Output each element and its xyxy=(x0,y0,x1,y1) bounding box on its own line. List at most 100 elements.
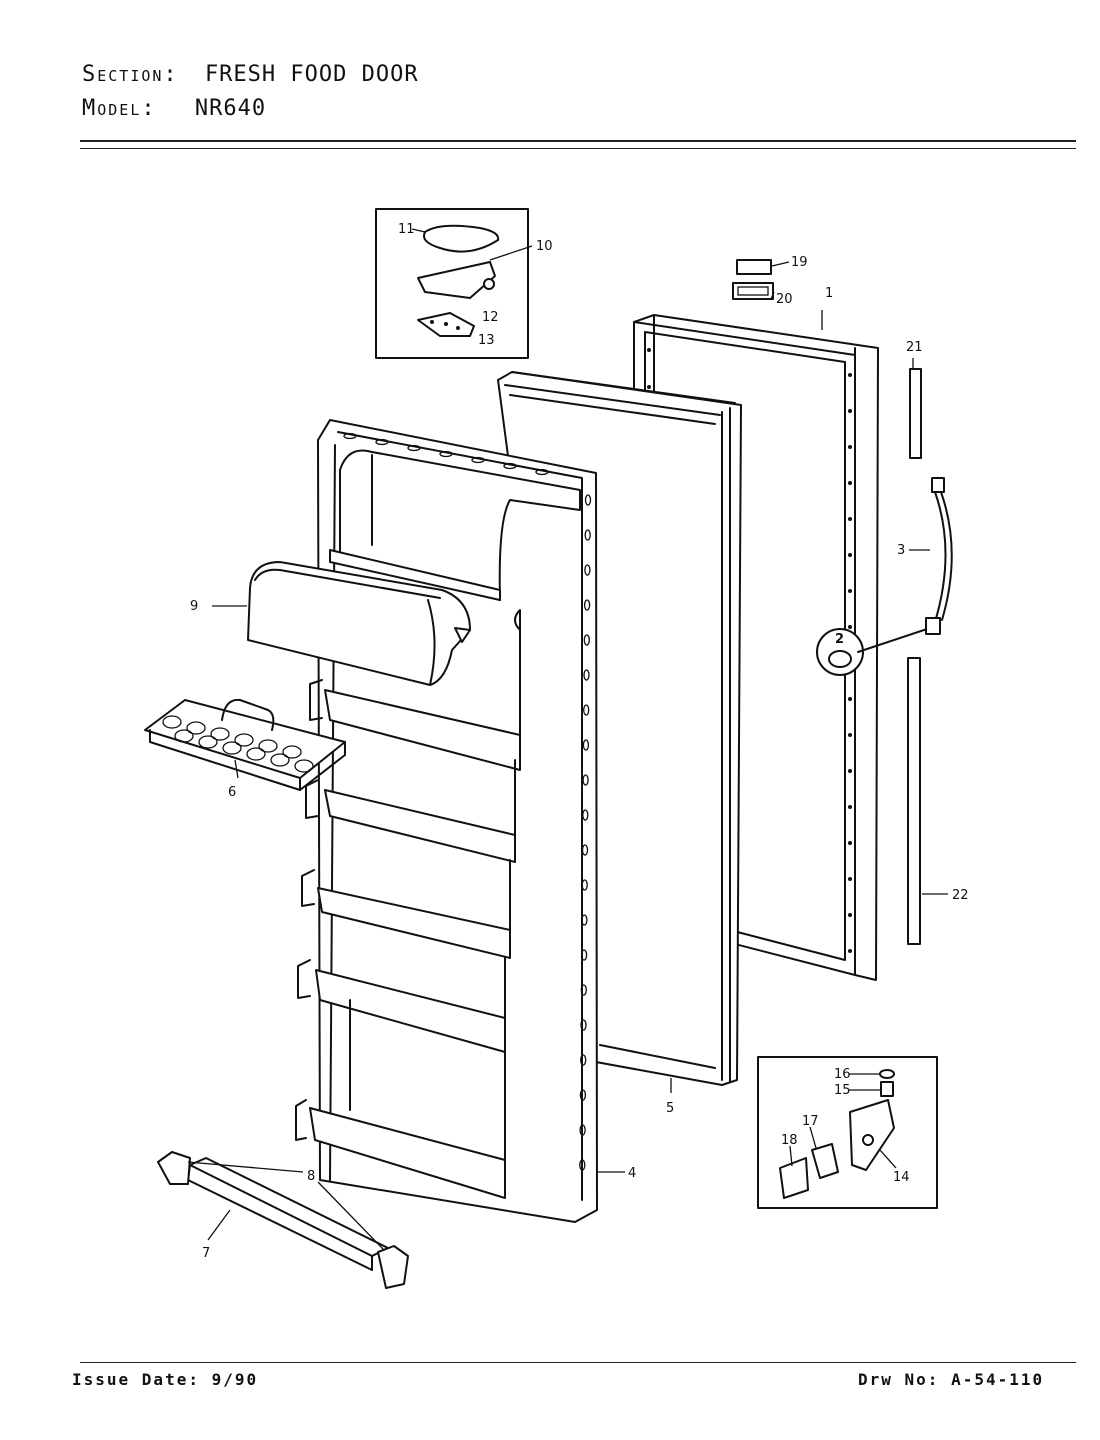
liner-hole xyxy=(580,1054,587,1066)
door-hole xyxy=(848,589,852,593)
callout-13: 13 xyxy=(478,333,495,348)
callout-7: 7 xyxy=(202,1246,210,1261)
liner-hole xyxy=(579,1089,587,1101)
liner-hole xyxy=(583,704,590,716)
liner-hole xyxy=(583,669,590,681)
part-16-washer xyxy=(879,1069,895,1079)
section-title: FRESH FOOD DOOR xyxy=(204,62,419,87)
section-label: Section: xyxy=(82,62,179,87)
inset-handle-parts xyxy=(375,208,529,359)
callout-3: 3 xyxy=(897,543,905,558)
callout-15: 15 xyxy=(834,1083,851,1098)
part-22-trim xyxy=(907,657,921,945)
door-hole xyxy=(848,805,852,809)
callout-20: 20 xyxy=(776,292,793,307)
egg-cup xyxy=(222,741,242,755)
callout-14: 14 xyxy=(893,1170,910,1185)
liner-hole xyxy=(579,1159,586,1171)
egg-cup xyxy=(246,747,266,761)
door-hole xyxy=(647,348,651,352)
door-hole xyxy=(848,625,852,629)
egg-cup xyxy=(234,733,254,747)
door-hole xyxy=(848,481,852,485)
model-label: Model: xyxy=(82,96,157,121)
callout-1: 1 xyxy=(825,286,833,301)
egg-cup xyxy=(186,721,206,735)
liner-hole xyxy=(583,599,591,611)
door-hole xyxy=(848,877,852,881)
liner-vent xyxy=(343,432,357,440)
callout-17: 17 xyxy=(802,1114,819,1129)
bottom-bin xyxy=(309,1107,506,1199)
liner-hole xyxy=(582,774,589,786)
part-6-egg-tray xyxy=(144,698,346,791)
door-hole xyxy=(647,385,651,389)
issue-date: Issue Date: 9/90 xyxy=(72,1370,259,1389)
model-number: NR640 xyxy=(194,96,267,121)
door-hole xyxy=(848,841,852,845)
egg-cup xyxy=(210,727,230,741)
part-18-plate xyxy=(779,1157,809,1199)
callout-2: 2 xyxy=(835,632,844,647)
egg-cup xyxy=(282,745,302,759)
part-11-cap xyxy=(423,224,500,253)
callout-11: 11 xyxy=(398,222,415,237)
liner-hole xyxy=(580,984,587,996)
egg-cup xyxy=(258,739,278,753)
door-hole xyxy=(848,445,852,449)
door-hole xyxy=(848,769,852,773)
callout-18: 18 xyxy=(781,1133,798,1148)
part-10-bracket xyxy=(417,261,496,299)
liner-vent xyxy=(535,468,549,476)
door-hole xyxy=(848,517,852,521)
part-8-end-caps xyxy=(157,1151,409,1289)
egg-cup xyxy=(198,735,218,749)
callout-16: 16 xyxy=(834,1067,851,1082)
door-hole xyxy=(848,553,852,557)
liner-hole xyxy=(580,1019,587,1031)
callout-19: 19 xyxy=(791,255,808,270)
liner-hole xyxy=(581,914,588,926)
inset-frame-top xyxy=(375,208,529,359)
liner-vent xyxy=(375,438,389,446)
part-9-dairy-door xyxy=(247,561,471,686)
end-cap-right xyxy=(377,1245,409,1289)
shelf-4 xyxy=(317,887,511,959)
shelf-2 xyxy=(324,689,521,771)
callout-12: 12 xyxy=(482,310,499,325)
inset-hinge-parts xyxy=(757,1056,938,1209)
part-2-plug xyxy=(816,627,931,676)
liner-hole xyxy=(584,529,591,541)
drawing-number: Drw No: A-54-110 xyxy=(858,1370,1045,1389)
liner-hole xyxy=(584,564,591,576)
model-line: Model: NR640 xyxy=(82,96,266,121)
liner-vent xyxy=(407,444,421,452)
door-hole xyxy=(848,949,852,953)
upper-shelf xyxy=(339,449,581,601)
liner-hole xyxy=(580,949,588,961)
callout-4: 4 xyxy=(628,1166,636,1181)
liner-hole xyxy=(582,739,590,751)
section-line: Section: FRESH FOOD DOOR xyxy=(82,62,419,87)
callout-22: 22 xyxy=(952,888,969,903)
egg-cup xyxy=(162,715,182,729)
part-17-shim xyxy=(811,1143,839,1179)
callout-10: 10 xyxy=(536,239,553,254)
callout-5: 5 xyxy=(666,1101,674,1116)
part-4-door-liner xyxy=(295,419,598,1223)
liner-hole xyxy=(579,1124,586,1136)
liner-hole xyxy=(581,879,588,891)
egg-cup xyxy=(294,759,314,773)
liner-side-holes xyxy=(579,494,592,1171)
part-3-handle xyxy=(925,477,953,635)
callout-8: 8 xyxy=(307,1169,315,1184)
door-hole xyxy=(848,697,852,701)
header-rule-top xyxy=(80,140,1076,142)
egg-cup xyxy=(270,753,290,767)
part-14-hinge xyxy=(849,1099,895,1171)
door-hole xyxy=(848,913,852,917)
end-cap-left xyxy=(157,1151,191,1185)
callout-9: 9 xyxy=(190,599,198,614)
door-hole xyxy=(848,733,852,737)
